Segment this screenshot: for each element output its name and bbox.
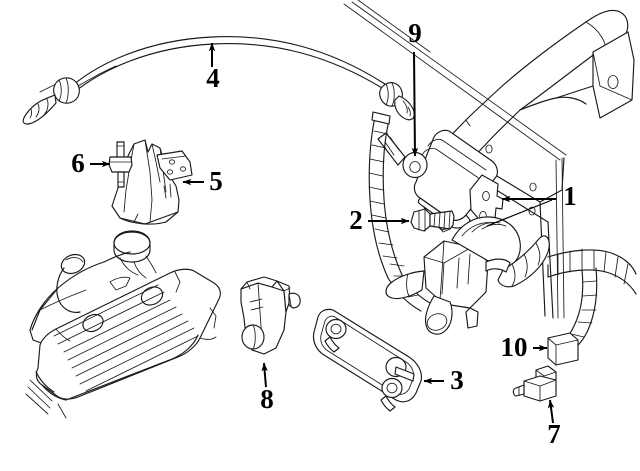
callout-label-1: 1 [563, 181, 577, 211]
part-control-module [413, 129, 504, 233]
callout-label-2: 2 [349, 205, 363, 235]
leader-line-9 [411, 51, 419, 157]
callout-label-3: 3 [450, 365, 464, 395]
part-pivot-lever-bracket [240, 276, 301, 355]
callout-labels: 1 2 3 4 5 6 7 8 9 10 [71, 18, 577, 449]
leader-line-8 [261, 362, 268, 388]
part-rubber-grommet-insulator [108, 141, 133, 188]
callout-label-5: 5 [209, 166, 223, 196]
part-valve-cover-assembly [25, 230, 221, 419]
part-wiring-harness-connector [547, 332, 579, 366]
part-actuator-assembly [385, 216, 550, 335]
pointer-line-1 [486, 199, 553, 227]
callout-label-8: 8 [260, 384, 274, 414]
part-control-cable [22, 36, 415, 125]
part-mounting-bolt [410, 208, 455, 232]
callout-label-7: 7 [547, 419, 561, 449]
part-electrical-connector-switch [512, 365, 557, 402]
leader-line-7 [547, 399, 555, 424]
callout-label-6: 6 [71, 148, 85, 178]
callout-leaders [90, 42, 556, 424]
part-mounting-strap-bracket [312, 308, 423, 412]
callout-label-10: 10 [501, 332, 528, 362]
callout-label-9: 9 [408, 18, 422, 48]
callout-label-4: 4 [206, 63, 220, 93]
